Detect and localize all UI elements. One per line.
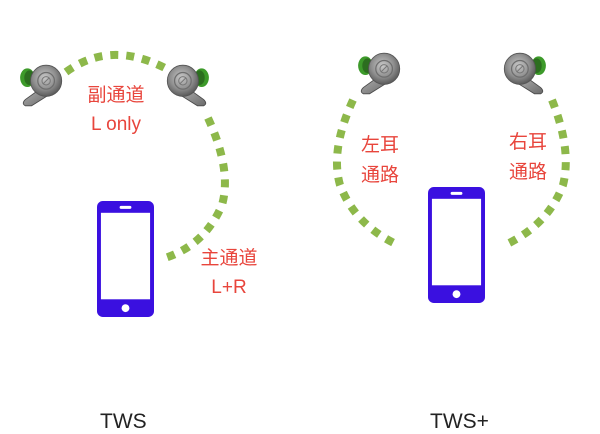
- tws-caption: TWS: [100, 410, 147, 433]
- tws-plus-caption: TWS+: [430, 410, 489, 433]
- wireless-link-left-ear: [332, 98, 400, 249]
- left-ear-channel-label: 左耳 通路: [355, 130, 405, 190]
- earbud-right-icon: [166, 64, 210, 107]
- tws-diagram: [19, 50, 229, 317]
- primary-channel-label: 主通道 L+R: [192, 243, 266, 303]
- right-ear-channel-title: 右耳: [508, 131, 547, 153]
- secondary-channel-subtitle: L only: [91, 114, 141, 135]
- wireless-link-primary: [163, 116, 229, 262]
- left-ear-channel-subtitle: 通路: [360, 164, 399, 186]
- right-ear-channel-subtitle: 通路: [508, 161, 547, 183]
- wireless-link-right-ear: [503, 98, 570, 249]
- primary-channel-title: 主通道: [200, 247, 258, 269]
- earbud-right-icon: [503, 52, 547, 95]
- earbud-left-icon: [357, 52, 401, 95]
- secondary-channel-label: 副通道 L only: [80, 80, 152, 140]
- wireless-link-secondary: [63, 50, 167, 76]
- secondary-channel-title: 副通道: [87, 84, 145, 106]
- left-ear-channel-title: 左耳: [360, 134, 399, 156]
- earbud-left-icon: [19, 64, 63, 107]
- smartphone-icon: [428, 187, 485, 303]
- right-ear-channel-label: 右耳 通路: [503, 127, 553, 187]
- tws-plus-diagram: [332, 52, 570, 303]
- smartphone-icon: [97, 201, 154, 317]
- primary-channel-subtitle: L+R: [211, 277, 247, 298]
